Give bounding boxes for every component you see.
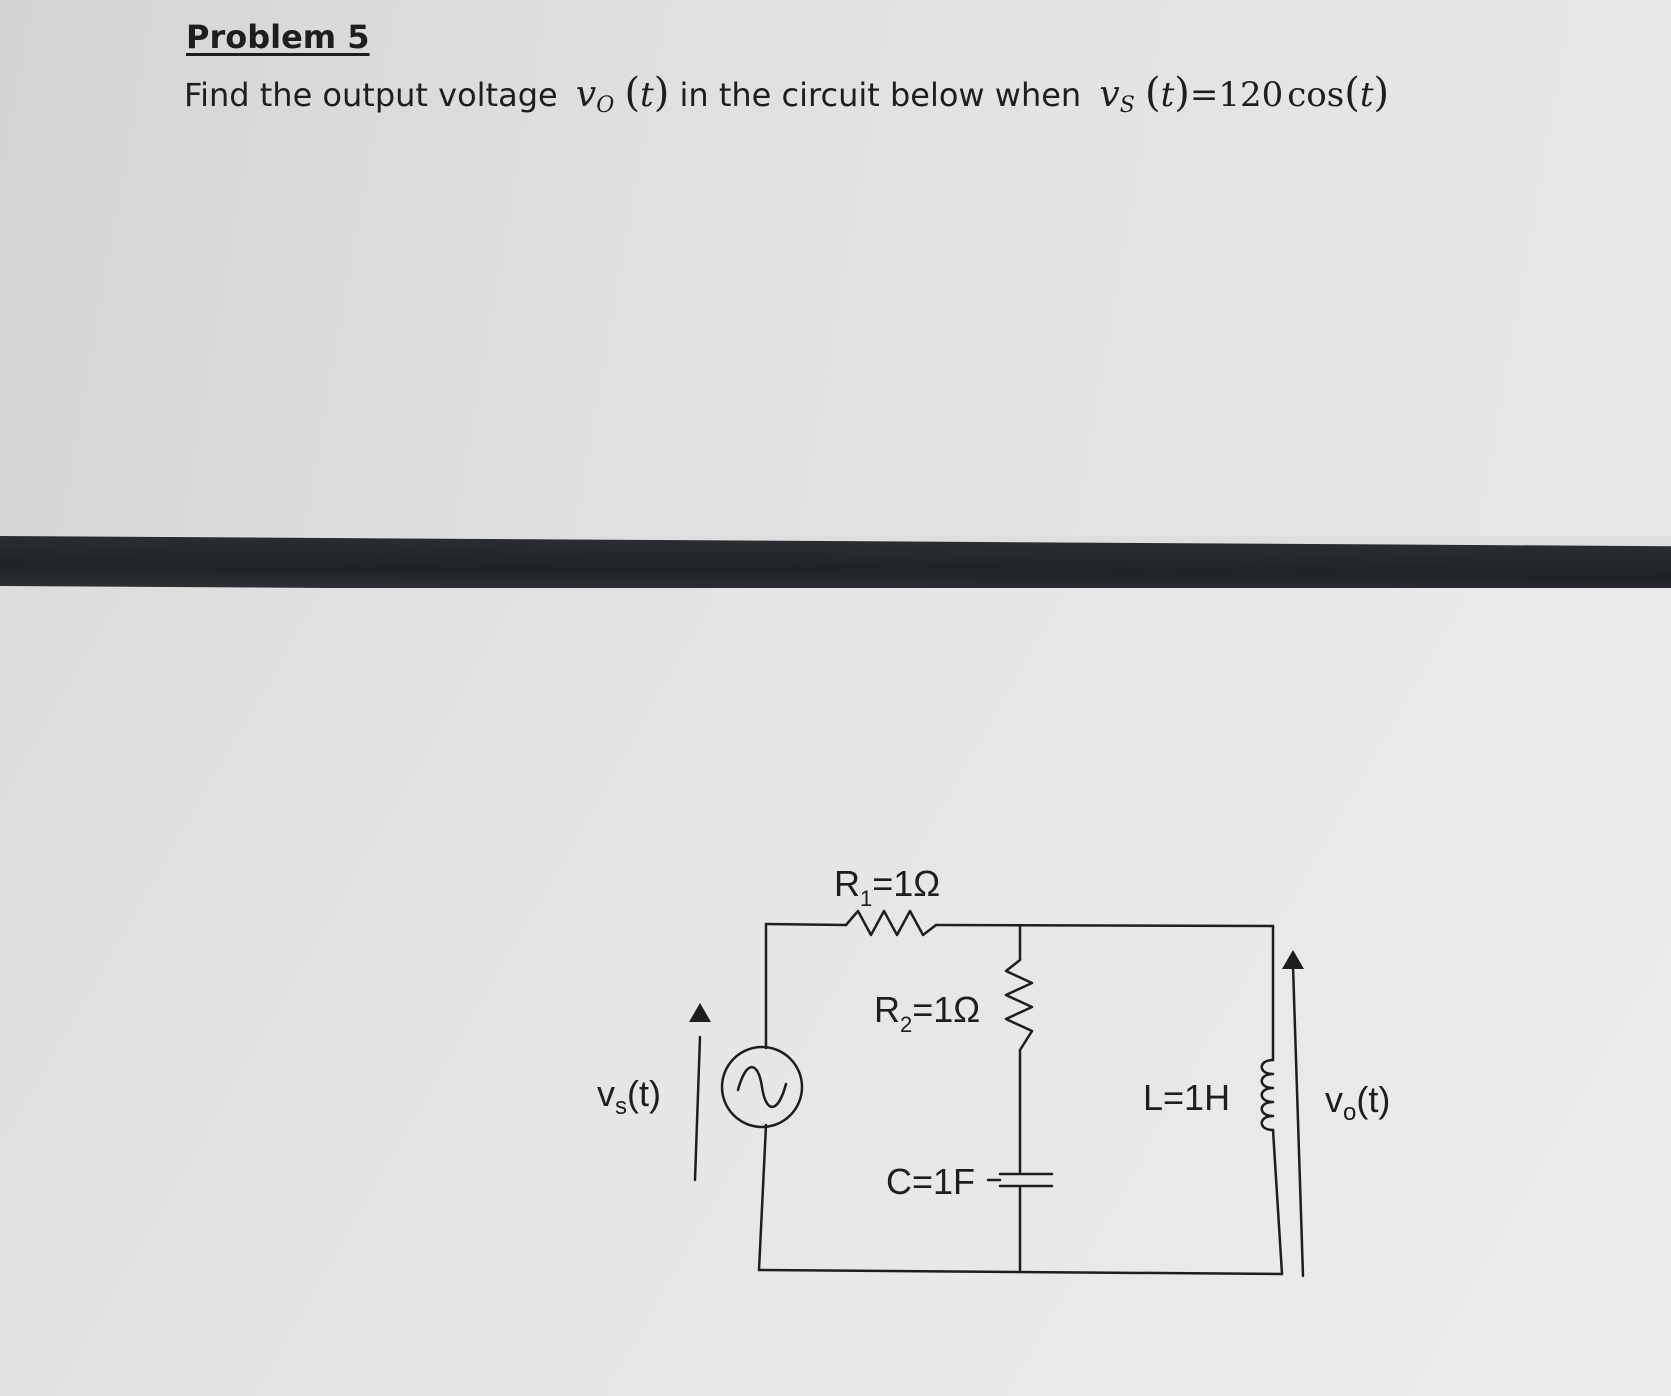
top-wire-left (764, 922, 848, 927)
source-arg: t (1160, 75, 1175, 115)
close-paren: ) (653, 70, 670, 116)
function-arg: t (1359, 75, 1374, 115)
close-paren: ) (1174, 70, 1190, 116)
statement-prefix: Find the output voltage (184, 76, 568, 114)
top-wire-right (934, 923, 1275, 928)
open-paren: ( (1344, 70, 1360, 116)
inductor-label: L=1H (1143, 1077, 1230, 1118)
open-paren: ( (624, 70, 641, 116)
source-voltage-label: vs(t) (597, 1073, 661, 1120)
r1-label: R1=1Ω (834, 863, 940, 911)
output-voltage-arrow-shaft (1291, 964, 1305, 1278)
amplitude: 120 (1218, 75, 1284, 115)
equals-sign: = (1189, 75, 1219, 115)
up-arrow-icon (1282, 950, 1304, 969)
output-subscript: O (596, 93, 615, 118)
problem-statement: Find the output voltage vO (t) in the ci… (184, 70, 1389, 118)
page-upper-sheet (0, 0, 1671, 536)
problem-title: Problem 5 (186, 18, 370, 56)
r1-resistor (844, 909, 938, 937)
source-symbol: v (1099, 74, 1120, 115)
r2-label: R2=1Ω (874, 989, 980, 1037)
ac-source-wave (736, 1066, 788, 1108)
left-wire (757, 922, 768, 1272)
source-voltage-arrow-shaft (693, 1035, 702, 1182)
cos-function: cos (1287, 75, 1345, 115)
right-wire-lower (1271, 1128, 1284, 1276)
output-voltage-label: vo(t) (1325, 1079, 1390, 1126)
ac-source-icon (720, 1045, 804, 1129)
source-subscript: S (1119, 93, 1135, 118)
output-arg: t (640, 75, 654, 115)
capacitor-label: C=1F (886, 1161, 975, 1202)
output-symbol: v (575, 74, 597, 115)
up-arrow-icon (689, 1003, 711, 1022)
statement-middle: in the circuit below when (669, 76, 1092, 114)
close-paren: ) (1373, 70, 1390, 116)
inductor-coil (1260, 1058, 1275, 1132)
bottom-wire (757, 1268, 1284, 1276)
open-paren: ( (1144, 70, 1161, 116)
r2-resistor (1004, 958, 1034, 1052)
page-lower-sheet (0, 588, 1671, 1396)
output-voltage-expression: vO (t) (576, 70, 669, 118)
